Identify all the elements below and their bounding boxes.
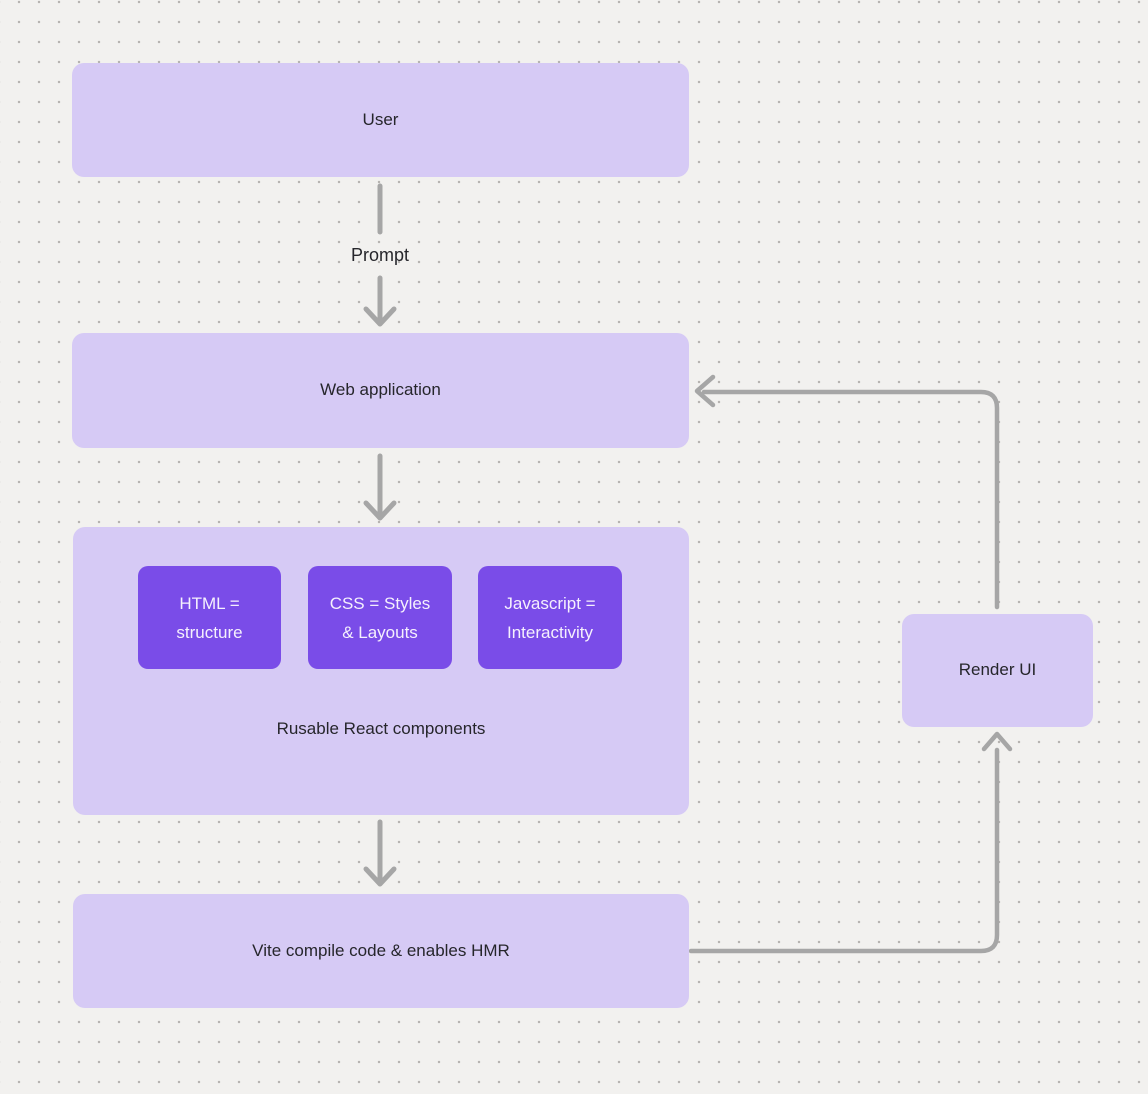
- component-box-javascript-line2: Interactivity: [507, 622, 593, 642]
- component-box-javascript-line1: Javascript =: [504, 593, 596, 613]
- arrow-web-to-components-icon: [363, 453, 397, 521]
- component-box-css: CSS = Styles & Layouts: [308, 566, 452, 669]
- components-group-caption: Rusable React components: [276, 719, 486, 738]
- node-user: User: [72, 63, 689, 177]
- node-user-label: User: [362, 109, 399, 129]
- component-box-html-line2: structure: [176, 622, 243, 642]
- node-vite: Vite compile code & enables HMR: [73, 894, 689, 1008]
- node-vite-label: Vite compile code & enables HMR: [252, 940, 510, 960]
- arrow-vite-to-render-icon: [688, 731, 1013, 954]
- component-box-css-line2: & Layouts: [342, 622, 418, 642]
- node-web-application: Web application: [72, 333, 689, 448]
- component-box-html: HTML = structure: [138, 566, 281, 669]
- arrow-components-to-vite-icon: [363, 819, 397, 887]
- arrow-prompt-to-web-icon: [363, 275, 397, 327]
- component-box-html-line1: HTML =: [179, 593, 240, 613]
- component-box-css-line1: CSS = Styles: [329, 593, 431, 613]
- edge-label-prompt: Prompt: [350, 245, 410, 265]
- arrow-render-to-web-icon: [694, 374, 1000, 610]
- node-render-ui-label: Render UI: [958, 660, 1037, 680]
- component-box-javascript: Javascript = Interactivity: [478, 566, 622, 669]
- node-render-ui: Render UI: [902, 614, 1093, 727]
- node-web-application-label: Web application: [320, 380, 441, 400]
